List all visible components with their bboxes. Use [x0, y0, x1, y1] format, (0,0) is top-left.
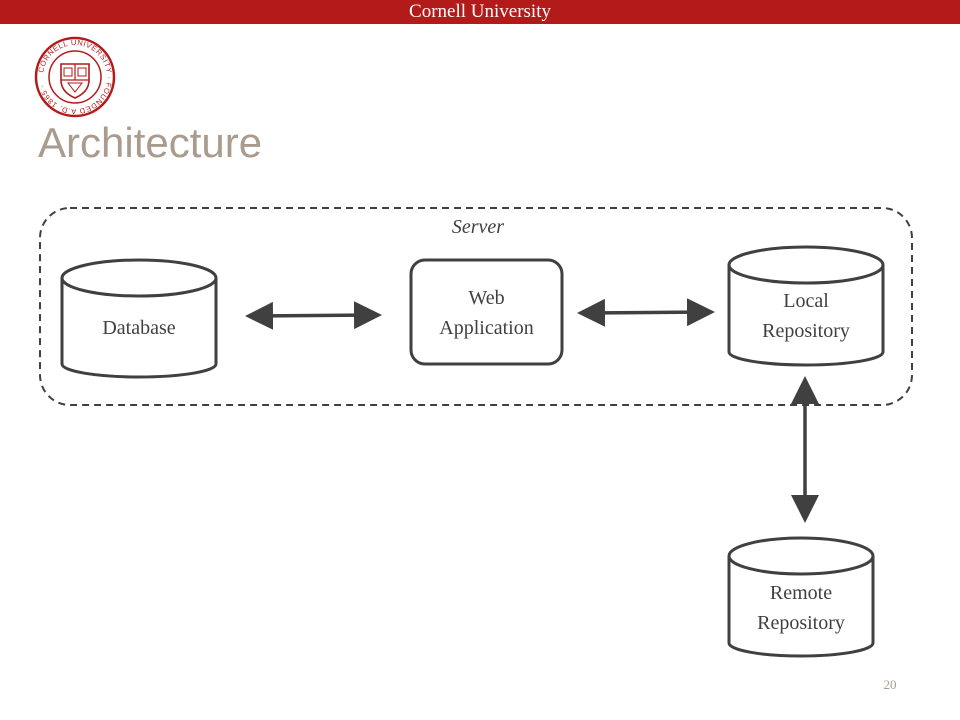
web-application-label-line1: Web — [468, 287, 505, 309]
remote-repository-node — [727, 536, 875, 658]
remote-repository-label: Remote Repository — [729, 578, 873, 638]
page-title: Architecture — [38, 119, 263, 166]
local-repository-node — [727, 245, 885, 367]
web-application-label-line2: Application — [439, 317, 534, 339]
connection-database-web-application — [245, 301, 382, 330]
cornell-seal-logo: CORNELL UNIVERSITY · FOUNDED A.D. 1865 · — [34, 36, 116, 118]
page-number: 20 — [883, 677, 897, 692]
web-application-node — [409, 258, 564, 366]
remote-repository-label-line2: Repository — [757, 612, 845, 634]
header-title: Cornell University — [409, 1, 551, 22]
header-bar — [0, 0, 960, 24]
server-group-label: Server — [451, 216, 505, 238]
remote-repository-label-line1: Remote — [769, 582, 833, 604]
local-repository-label-line1: Local — [783, 290, 829, 312]
database-label: Database — [102, 317, 176, 339]
local-repository-label-line2: Repository — [762, 320, 850, 342]
web-application-label: Web Application — [411, 283, 562, 343]
server-group-boundary — [39, 207, 913, 406]
local-repository-label: Local Repository — [729, 286, 883, 346]
database-node — [60, 258, 218, 379]
connection-web-application-local-repository — [577, 298, 715, 327]
